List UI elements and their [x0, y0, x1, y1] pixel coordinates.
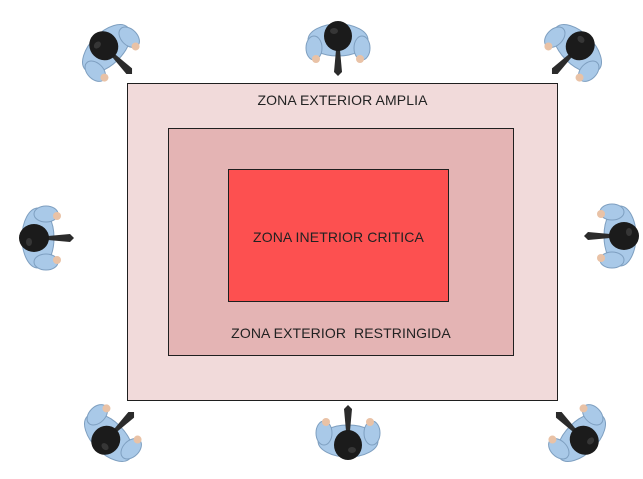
person-icon [308, 399, 388, 479]
person-icon [0, 198, 80, 278]
critical-zone-label: ZONA INETRIOR CRITICA [253, 229, 424, 245]
person-icon [540, 396, 620, 476]
person-icon [578, 196, 643, 276]
restricted-zone: ZONA EXTERIOR RESTRINGIDA ZONA INETRIOR … [168, 128, 514, 356]
restricted-zone-label: ZONA EXTERIOR RESTRINGIDA [231, 325, 451, 341]
person-icon [70, 396, 150, 476]
critical-inner-zone: ZONA INETRIOR CRITICA [228, 169, 449, 302]
outer-wide-zone: ZONA EXTERIOR AMPLIA ZONA EXTERIOR RESTR… [127, 83, 558, 401]
person-icon [536, 10, 616, 90]
outer-zone-label: ZONA EXTERIOR AMPLIA [257, 92, 428, 108]
person-icon [68, 10, 148, 90]
person-icon [298, 2, 378, 82]
